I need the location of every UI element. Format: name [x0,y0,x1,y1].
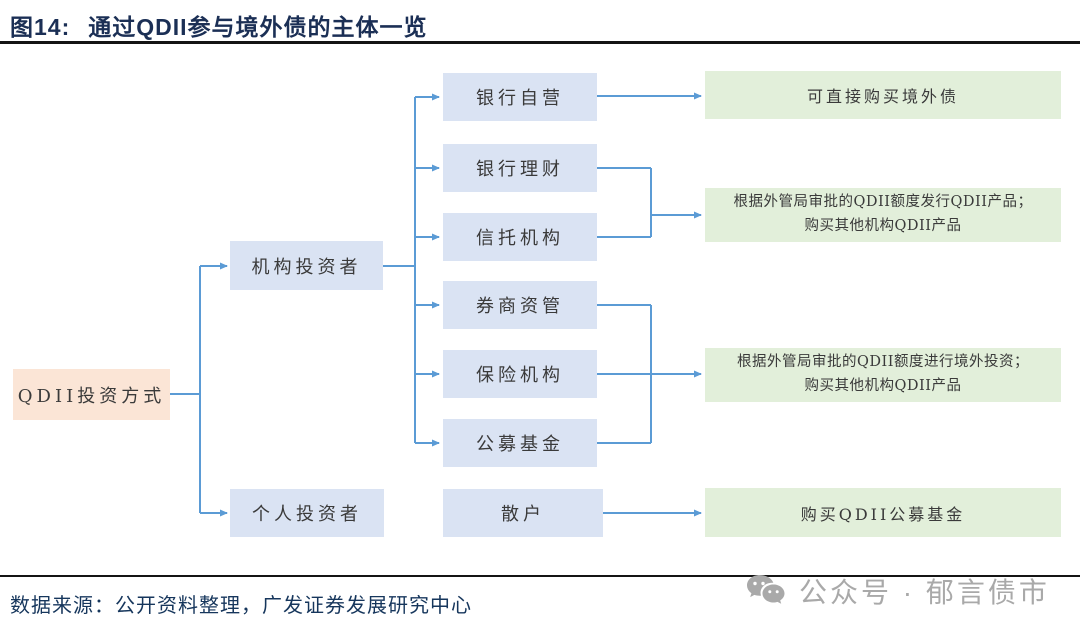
outcome-overseas-investment: 根据外管局审批的QDII额度进行境外投资； 购买其他机构QDII产品 [705,348,1061,402]
node-retail-investors: 散户 [443,489,603,537]
node-trust-institutions: 信托机构 [443,213,597,261]
outcome-line: 根据外管局审批的QDII额度进行境外投资； [737,354,1029,371]
figure-number: 图14: [10,14,71,40]
node-institutional-investors: 机构投资者 [230,241,383,290]
outcome-direct-purchase: 可直接购买境外债 [705,71,1061,119]
node-broker-asset-management: 券商资管 [443,281,597,329]
node-bank-proprietary: 银行自营 [443,73,597,121]
wechat-icon [747,575,785,604]
node-bank-wealth-management: 银行理财 [443,144,597,192]
outcome-line: 购买其他机构QDII产品 [804,218,962,234]
outcome-issue-qdii-products: 根据外管局审批的QDII额度发行QDII产品； 购买其他机构QDII产品 [705,188,1061,242]
footer-divider [0,575,1080,577]
watermark-label: 公众号 · 郁言债市 [799,577,1050,608]
node-individual-investors: 个人投资者 [230,489,384,537]
wechat-watermark: 公众号 · 郁言债市 [745,572,1050,610]
node-public-funds: 公募基金 [443,419,597,467]
outcome-line: 购买其他机构QDII产品 [804,378,962,394]
title-divider [0,41,1080,44]
data-source-note: 数据来源：公开资料整理，广发证券发展研究中心 [10,593,472,617]
node-qdii-investment-method: QDII投资方式 [13,369,170,420]
node-insurance-institutions: 保险机构 [443,350,597,398]
figure-title: 图14: 通过QDII参与境外债的主体一览 [10,8,428,42]
figure-title-text: 通过QDII参与境外债的主体一览 [88,14,428,40]
outcome-buy-qdii-public-fund: 购买QDII公募基金 [705,488,1061,537]
outcome-line: 根据外管局审批的QDII额度发行QDII产品； [733,194,1033,211]
